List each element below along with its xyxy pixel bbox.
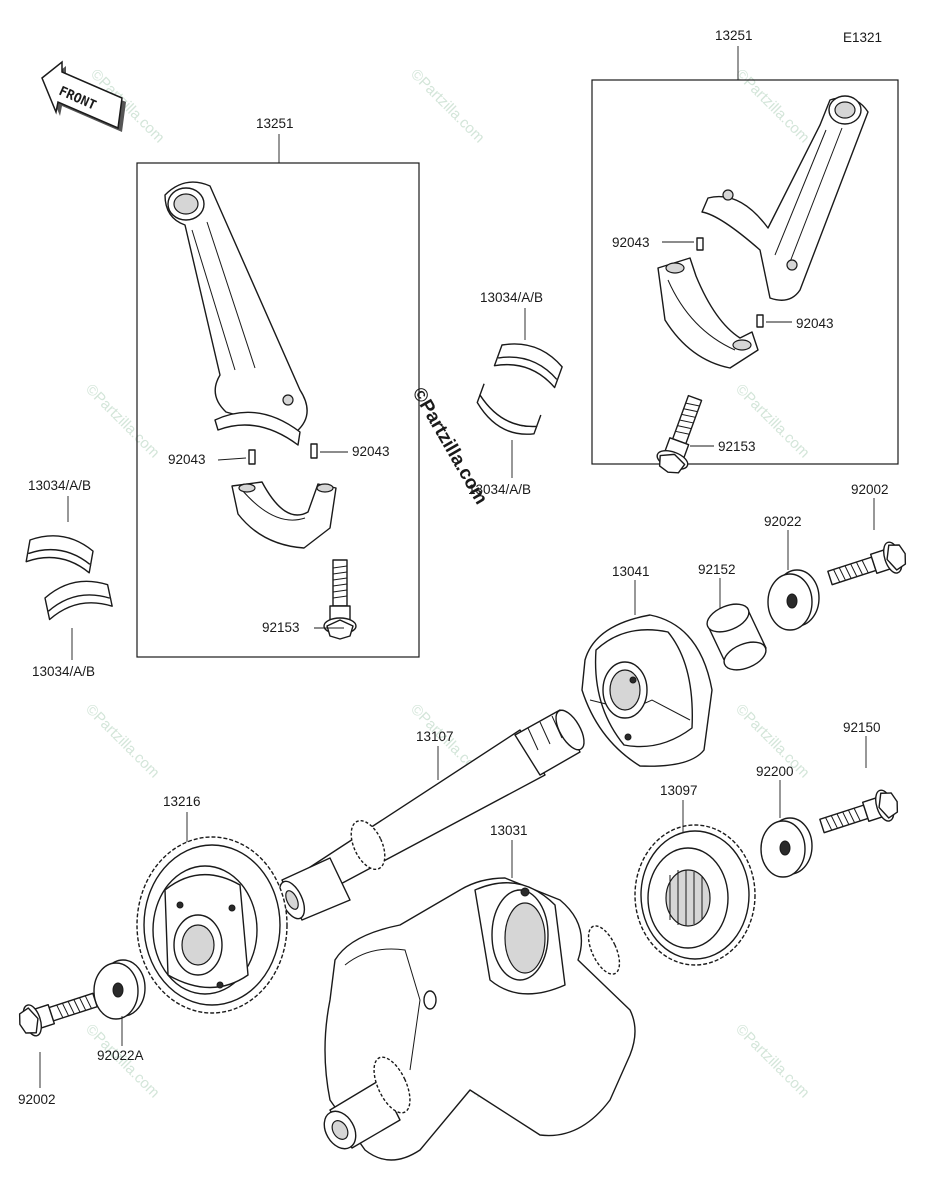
- gear-13097: [634, 824, 756, 966]
- watermark: ©Partzilla.com: [732, 66, 813, 147]
- conrod-cap-right: [657, 257, 759, 369]
- conrod-assy-box-right: [591, 79, 899, 465]
- front-arrow-icon: FRONT: [41, 60, 126, 132]
- bolt-92002-top: [824, 537, 911, 594]
- callout-13216: 13216: [163, 794, 201, 809]
- bearing-shell-left-top: [25, 530, 96, 574]
- callout-92043-right-a: 92043: [612, 235, 650, 250]
- watermark: ©Partzilla.com: [82, 381, 163, 462]
- callout-92152: 92152: [698, 562, 736, 577]
- callout-13251-left: 13251: [256, 116, 294, 131]
- bolt-92153-left: [323, 559, 357, 640]
- bolt-92153-right: [652, 391, 711, 479]
- callout-92022A: 92022A: [97, 1048, 144, 1063]
- callout-92153-right: 92153: [718, 439, 756, 454]
- washer-92022: [767, 569, 820, 631]
- callout-13251-right: 13251: [715, 28, 753, 43]
- pin-right-a: [696, 237, 704, 251]
- watermark: ©Partzilla.com: [407, 66, 488, 147]
- connecting-rod-right: [701, 95, 869, 301]
- bearing-shell-center-bottom: [476, 383, 542, 435]
- callout-92022: 92022: [764, 514, 802, 529]
- conrod-cap-left: [231, 481, 337, 549]
- callout-13034-center-bottom: 13034/A/B: [468, 482, 531, 497]
- shaft-13107: [278, 709, 585, 921]
- connecting-rod-left: [164, 181, 308, 446]
- callout-92002-top: 92002: [851, 482, 889, 497]
- conrod-assy-box-left: [136, 162, 420, 658]
- washer-92022A: [93, 959, 146, 1020]
- callout-92043-left-a: 92043: [168, 452, 206, 467]
- watermark: ©Partzilla.com: [732, 1021, 813, 1102]
- callout-13031: 13031: [490, 823, 528, 838]
- callout-13097: 13097: [660, 783, 698, 798]
- pin-left-a: [248, 449, 256, 465]
- callout-92200: 92200: [756, 764, 794, 779]
- watermark: ©Partzilla.com: [82, 701, 163, 782]
- gear-13216: [136, 836, 288, 1014]
- bearing-shell-center-top: [493, 335, 566, 389]
- crankshaft-13031: [323, 877, 636, 1161]
- pin-left-b: [310, 443, 318, 459]
- callout-13041: 13041: [612, 564, 650, 579]
- diagram-id: E1321: [843, 30, 882, 45]
- callout-13107: 13107: [416, 729, 454, 744]
- callout-13034-left-bottom: 13034/A/B: [32, 664, 95, 679]
- callout-92043-left-b: 92043: [352, 444, 390, 459]
- pin-right-b: [756, 314, 764, 328]
- callout-92002-bottom: 92002: [18, 1092, 56, 1107]
- callout-92153-left: 92153: [262, 620, 300, 635]
- callout-92043-right-b: 92043: [796, 316, 834, 331]
- bolt-92150: [816, 785, 903, 842]
- callout-13034-center-top: 13034/A/B: [480, 290, 543, 305]
- callout-13034-left-top: 13034/A/B: [28, 478, 91, 493]
- washer-92200: [760, 817, 813, 878]
- balancer-weight-13041: [581, 614, 713, 767]
- callout-92150: 92150: [843, 720, 881, 735]
- collar-92152: [706, 603, 767, 671]
- bearing-shell-left-bottom: [42, 575, 113, 621]
